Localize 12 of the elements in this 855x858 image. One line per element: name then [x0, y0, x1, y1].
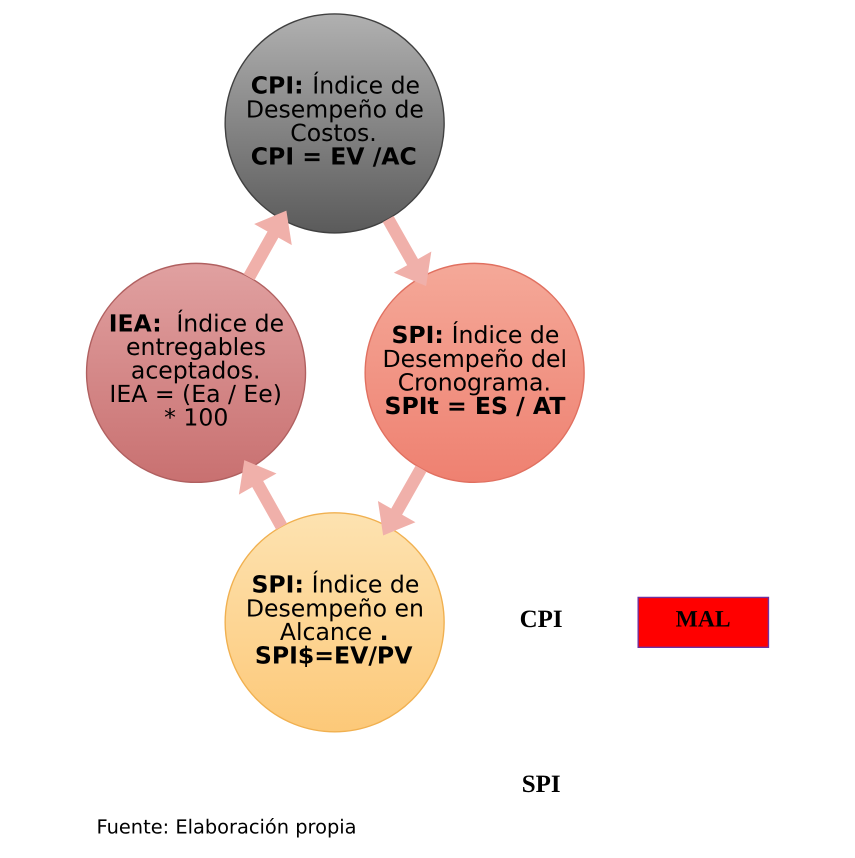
arrow: [378, 466, 427, 536]
node-circle: IEA: Índice de entregables aceptados. IEA = (Ea / Ee) * 100: [86, 262, 306, 484]
node-box: MAL: [637, 596, 770, 648]
label: CPI: [520, 606, 563, 634]
arrow: [382, 216, 432, 286]
node-circle: SPI: Índice de Desempeño del Cronograma. SPIt = ES / AT: [364, 262, 585, 484]
arrow: [244, 210, 292, 280]
node-circle: CPI: Índice de Desempeño de Costos. CPI = EV /AC: [224, 13, 445, 234]
arrow: [238, 460, 288, 530]
caption: Fuente: Elaboración propia: [96, 815, 357, 838]
node-circle: SPI: Índice de Desempeño en Alcance . SPI$=EV/PV: [224, 512, 445, 733]
label: SPI: [522, 770, 561, 798]
